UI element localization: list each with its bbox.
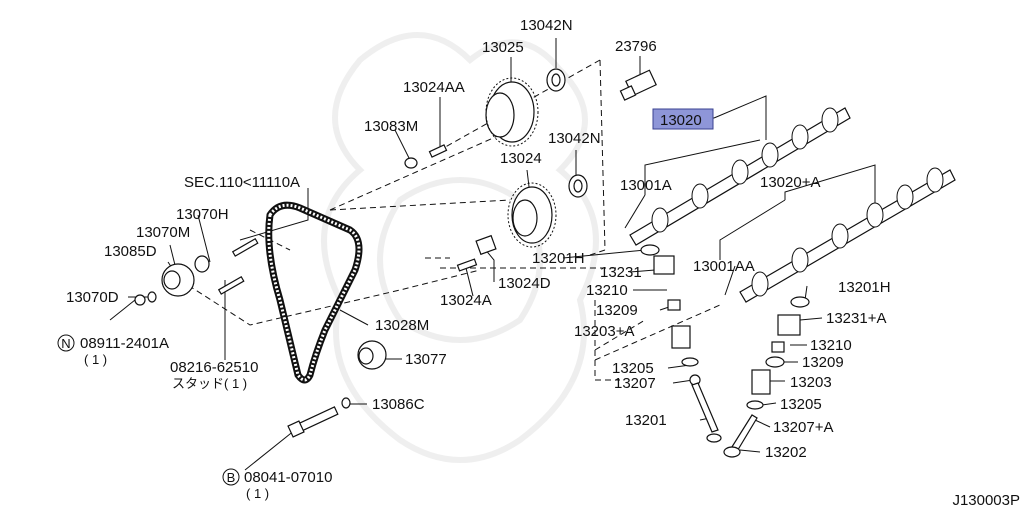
label-13070H[interactable]: 13070H (176, 206, 229, 223)
label-13210-left[interactable]: 13210 (586, 282, 628, 299)
marker-b-circle: B (222, 468, 240, 486)
label-13024A[interactable]: 13024A (440, 292, 492, 309)
label-13201H-right[interactable]: 13201H (838, 279, 891, 296)
label-13207[interactable]: 13207 (614, 375, 656, 392)
label-13070D[interactable]: 13070D (66, 289, 119, 306)
diagram-code: J130003P (952, 492, 1020, 509)
selected-part-highlight (652, 108, 714, 130)
bolt-08041-drawing (287, 406, 339, 438)
marker-n-circle: N (57, 334, 75, 352)
label-13020[interactable]: 13020 (660, 112, 702, 129)
label-08041-qty: ( 1 ) (246, 486, 269, 501)
label-08041[interactable]: 08041-07010 (244, 469, 332, 486)
label-13024D[interactable]: 13024D (498, 275, 551, 292)
assembly-dashed-lines (179, 59, 721, 381)
label-08216[interactable]: 08216-62510 (170, 359, 258, 376)
label-13231[interactable]: 13231 (600, 264, 642, 281)
seal-13042N-top-drawing (546, 68, 566, 92)
washer-13083M-drawing (404, 157, 418, 169)
camshaft-13020A-drawing (739, 167, 956, 303)
label-13203[interactable]: 13203 (790, 374, 832, 391)
label-13205-right[interactable]: 13205 (780, 396, 822, 413)
label-13209-right[interactable]: 13209 (802, 354, 844, 371)
sensor-23796-drawing (619, 69, 657, 101)
seal-13042N-mid-drawing (568, 174, 588, 198)
label-13202[interactable]: 13202 (765, 444, 807, 461)
label-13205-left[interactable]: 13205 (612, 360, 654, 377)
label-13209-left[interactable]: 13209 (596, 302, 638, 319)
label-13042N-mid[interactable]: 13042N (548, 130, 601, 147)
washer-13086C-drawing (341, 397, 351, 409)
label-08216-stud: スタッド( 1 ) (172, 376, 247, 391)
sprocket-13024-drawing (507, 182, 557, 248)
label-13077[interactable]: 13077 (405, 351, 447, 368)
watermark-emblem (321, 32, 599, 463)
label-13024[interactable]: 13024 (500, 150, 542, 167)
timing-belt-13028M-drawing (265, 201, 363, 384)
label-13070M[interactable]: 13070M (136, 224, 190, 241)
label-13028M[interactable]: 13028M (375, 317, 429, 334)
idler-13077-drawing (357, 340, 387, 370)
label-13020A[interactable]: 13020+A (760, 174, 820, 191)
label-13086C[interactable]: 13086C (372, 396, 425, 413)
label-sec110[interactable]: SEC.110<11110A (184, 174, 300, 191)
tensioner-13070M-drawing (161, 237, 259, 297)
valve-train-left-drawing (640, 244, 722, 443)
label-13025[interactable]: 13025 (482, 39, 524, 56)
label-13201[interactable]: 13201 (625, 412, 667, 429)
label-23796[interactable]: 23796 (615, 38, 657, 55)
label-08911-qty: ( 1 ) (84, 352, 107, 367)
bolt-13024A-drawing (456, 258, 478, 272)
label-13001AA[interactable]: 13001AA (693, 258, 755, 275)
plate-13024D-drawing (475, 234, 497, 256)
label-13203A[interactable]: 13203+A (574, 323, 634, 340)
svg-text:B: B (227, 470, 236, 485)
label-13083M[interactable]: 13083M (364, 118, 418, 135)
leader-lines (109, 38, 876, 471)
label-13001A[interactable]: 13001A (620, 177, 672, 194)
part-labels[interactable]: 13042N 13025 23796 13024AA 13020 13083M … (66, 17, 1020, 509)
label-13085D[interactable]: 13085D (104, 243, 157, 260)
camshaft-13020-drawing (629, 107, 851, 246)
label-13042N-top[interactable]: 13042N (520, 17, 573, 34)
washer-13070D-drawing (134, 291, 157, 306)
label-13210-right[interactable]: 13210 (810, 337, 852, 354)
label-13207A[interactable]: 13207+A (773, 419, 833, 436)
label-13201H-left[interactable]: 13201H (532, 250, 585, 267)
label-13024AA[interactable]: 13024AA (403, 79, 465, 96)
sprocket-13025-drawing (485, 77, 539, 147)
svg-text:N: N (61, 336, 70, 351)
label-08911[interactable]: 08911-2401A (80, 335, 169, 352)
label-13231A[interactable]: 13231+A (826, 310, 886, 327)
bolt-13024AA-drawing (428, 144, 448, 158)
valve-train-right-drawing (723, 296, 810, 458)
